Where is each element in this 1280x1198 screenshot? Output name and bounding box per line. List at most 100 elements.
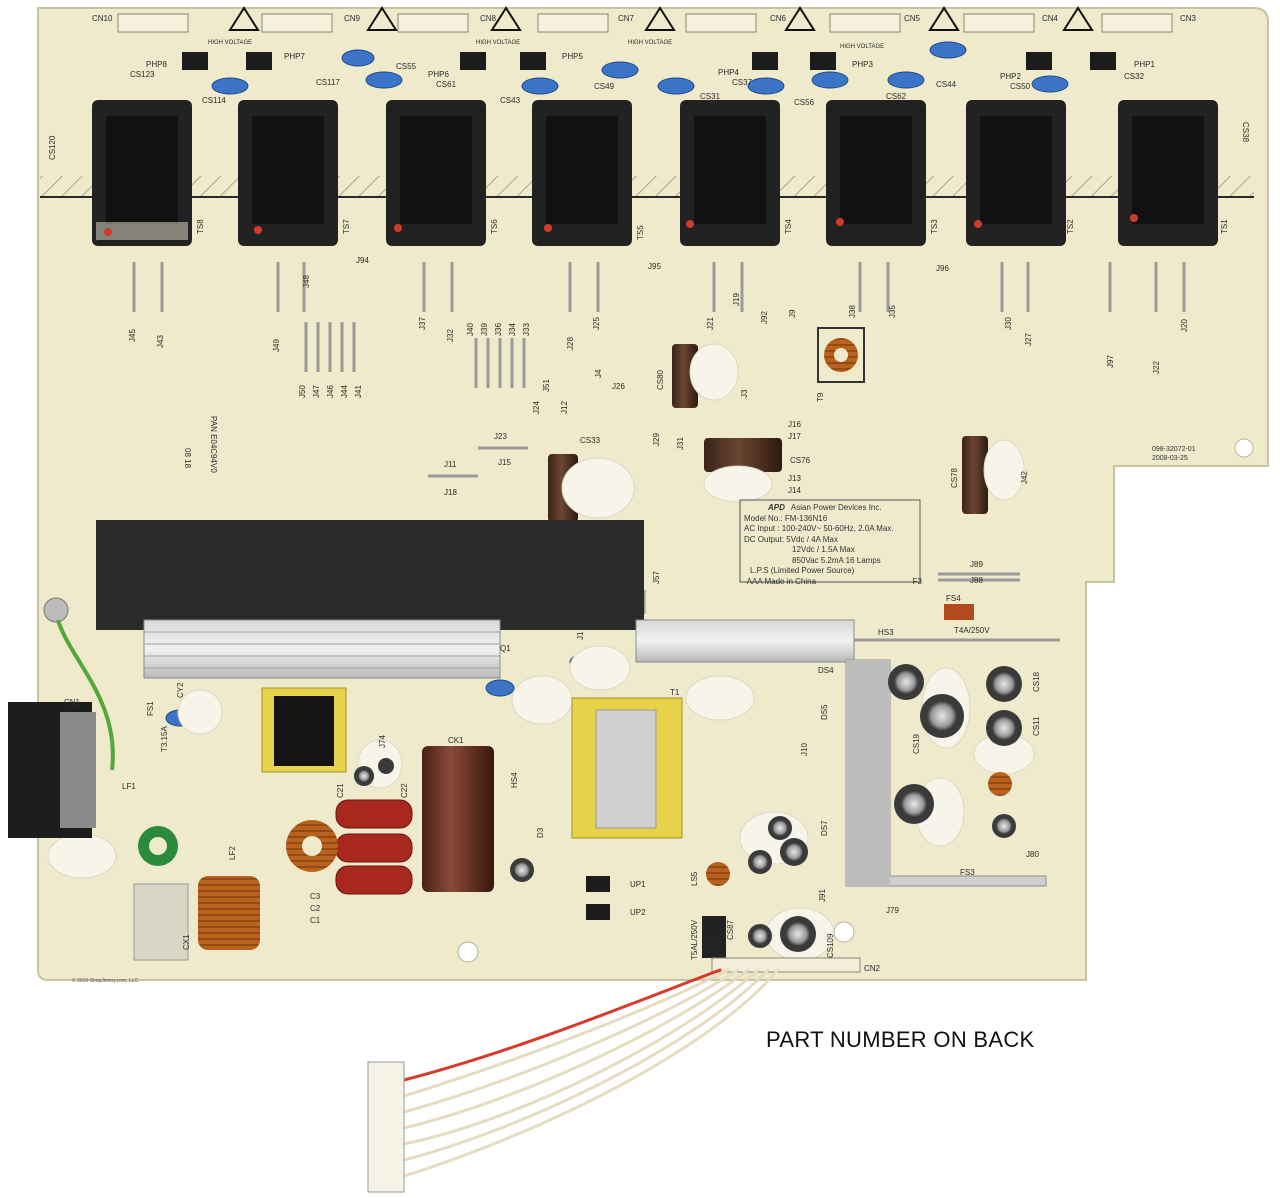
jumper-label: J31 <box>676 437 685 450</box>
part-label: CY2 <box>176 682 185 698</box>
electrolytic-caps-right <box>354 664 1022 952</box>
part-label: DS5 <box>820 704 829 720</box>
part-label: FS3 <box>960 868 975 877</box>
jumper-label: J35 <box>888 305 897 318</box>
dc-output-3: 850Vac 5.2mA 16 Lamps <box>792 555 881 565</box>
nameplate-box <box>739 499 921 583</box>
jumper-label: J96 <box>936 264 949 273</box>
heatsink-q1 <box>143 619 501 679</box>
jumper-label: J40 <box>466 323 475 336</box>
jumper-label: J36 <box>494 323 503 336</box>
part-label: FS1 <box>146 701 155 716</box>
part-label: CN1 <box>64 698 81 707</box>
part-label: DS4 <box>818 666 834 675</box>
transformer-label: TS2 <box>1066 219 1075 234</box>
jumper-label: J17 <box>788 432 801 441</box>
part-label: FS2 <box>708 939 717 954</box>
connector-label-cn9: CN9 <box>344 14 361 23</box>
part-label: C3 <box>310 892 321 901</box>
ac-input: AC Input : 100-240V~ 50-60Hz, 2.0A Max. <box>744 524 894 533</box>
wire-harness <box>402 968 780 1178</box>
high-voltage-label: HIGH VOLTAGE <box>628 40 673 46</box>
jumper-label: J97 <box>1106 355 1115 368</box>
mounting-holes <box>457 438 1254 963</box>
cap-label: CS38 <box>1241 122 1250 143</box>
jumper-label: J9 <box>788 309 797 318</box>
high-voltage-label: HIGH VOLTAGE <box>476 40 521 46</box>
part-label: C22 <box>400 783 409 798</box>
part-label: C2 <box>310 904 321 913</box>
copyright-text: © 2016 ShopJimmy.com, LLC <box>72 978 139 984</box>
jumper-label: J33 <box>522 323 531 336</box>
cap-label: CS62 <box>886 92 907 101</box>
php-ic-chips <box>182 52 1116 70</box>
connector-harness-end <box>367 1061 405 1193</box>
jumper-label: J10 <box>800 743 809 756</box>
fuse-rating-fs1: T3.15A <box>160 726 169 752</box>
transformer-label: TS1 <box>1220 219 1229 234</box>
jumper-label: J12 <box>560 401 569 414</box>
jumper-label: J18 <box>444 488 457 497</box>
part-label: LF2 <box>228 846 237 860</box>
jumper-label: J94 <box>356 256 369 265</box>
connector-cn2 <box>711 957 861 973</box>
part-label: UP2 <box>630 908 646 917</box>
php-label: PHP7 <box>284 52 305 61</box>
jumper-label: J46 <box>326 385 335 398</box>
jumper-label: J41 <box>354 385 363 398</box>
part-label: T9 <box>816 392 825 402</box>
jumper-label: J23 <box>494 432 507 441</box>
part-label: HS3 <box>878 628 894 637</box>
jumper-label: J44 <box>340 385 349 398</box>
ac-inlet-cn1 <box>8 702 96 838</box>
fuse-rating-small: T5AL/250V <box>690 919 699 960</box>
jumper-label: J19 <box>732 293 741 306</box>
part-label: CK1 <box>448 736 464 745</box>
php-label: PHP8 <box>146 60 167 69</box>
php-label: PHP5 <box>562 52 583 61</box>
aux-transformer <box>261 687 347 773</box>
transformer-label: TS5 <box>636 225 645 240</box>
connector-label-cn10: CN10 <box>92 14 113 23</box>
cap-label: CS50 <box>1010 82 1031 91</box>
jumper-label: J95 <box>648 262 661 271</box>
toroid-coil-t9 <box>817 327 865 383</box>
high-voltage-label: HIGH VOLTAGE <box>840 44 885 50</box>
transformer-label: TS6 <box>490 219 499 234</box>
part-label: CX1 <box>182 934 191 950</box>
dc-output-2: 12Vdc / 1.5A Max <box>792 545 855 554</box>
php-label: PHP6 <box>428 70 449 79</box>
connector-label-cn8: CN8 <box>480 14 497 23</box>
part-label: CS18 <box>1032 671 1041 692</box>
cap-label: CS32 <box>1124 72 1145 81</box>
part-label: UP1 <box>630 880 646 889</box>
mark-code-pan: PAN E04C94V0 <box>209 416 218 473</box>
jumper-label: J61 <box>636 571 645 584</box>
jumper-label: J29 <box>652 433 661 446</box>
part-label: CS33 <box>580 436 601 445</box>
mark-code-08: 08 18 <box>183 448 192 469</box>
jumper-label: J37 <box>418 317 427 330</box>
jumper-label: J1 <box>576 631 585 640</box>
jumper-label: J13 <box>788 474 801 483</box>
apd-logo: APD <box>768 503 785 512</box>
high-voltage-label: HIGH VOLTAGE <box>208 40 253 46</box>
ground-lug <box>43 597 69 623</box>
jumper-label: J11 <box>444 460 457 469</box>
cap-label: CS56 <box>794 98 815 107</box>
heatsink-hs3-top <box>635 619 855 663</box>
jumper-label: J88 <box>970 576 983 585</box>
jumper-label: J8 <box>604 575 613 584</box>
jumper-label: J43 <box>156 335 165 348</box>
jumper-label: J34 <box>508 323 517 336</box>
fuse-rating-main: T4A/250V <box>954 626 990 635</box>
optocouplers-up <box>586 876 610 920</box>
connector-label-cn5: CN5 <box>904 14 921 23</box>
part-label: C21 <box>336 783 345 798</box>
jumper-label: J22 <box>1152 361 1161 374</box>
bulk-capacitor-ck1 <box>422 746 494 892</box>
jumper-label: J79 <box>886 906 899 915</box>
